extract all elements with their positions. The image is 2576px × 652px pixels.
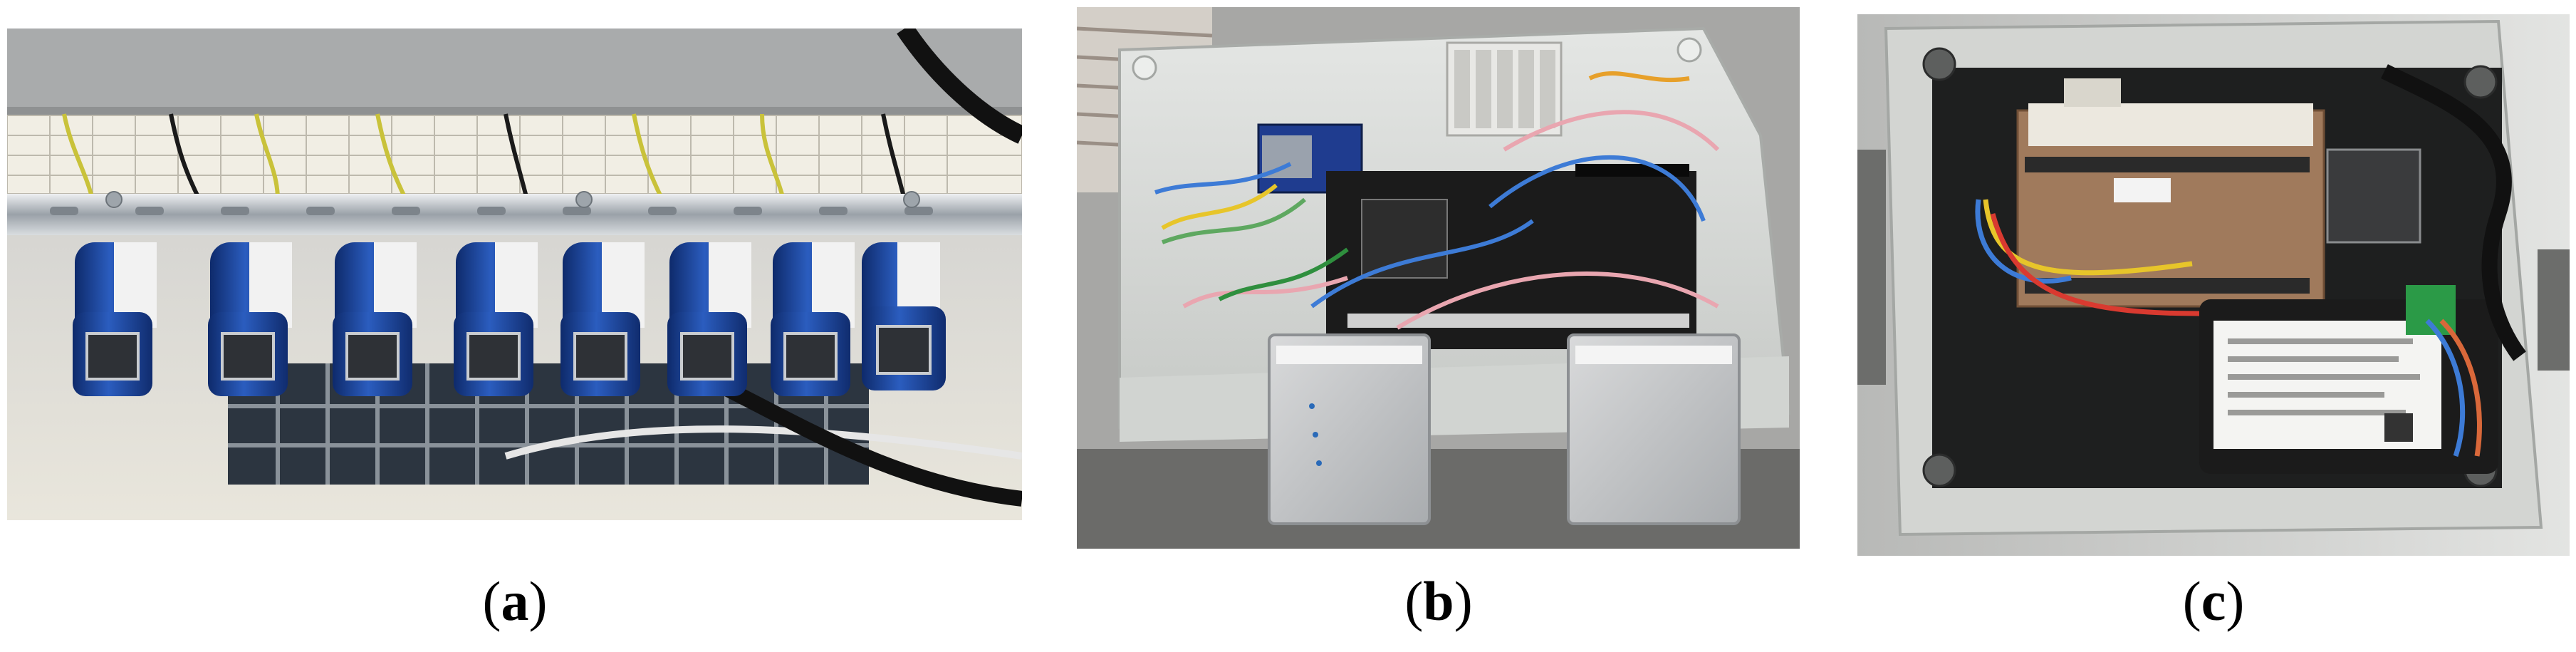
caption-a: (a) [408, 574, 622, 629]
sensor-8 [862, 242, 946, 390]
caption-a-open: ( [482, 570, 501, 632]
caption-c: (c) [2107, 574, 2320, 629]
sensor-row [73, 242, 946, 396]
sensor-2 [208, 242, 292, 396]
caption-b-letter: b [1423, 570, 1454, 632]
caption-b: (b) [1332, 574, 1545, 629]
photo-c-enclosure-battery [1857, 14, 2570, 556]
caption-b-close: ) [1454, 570, 1473, 632]
caption-b-open: ( [1404, 570, 1424, 632]
caption-c-close: ) [2226, 570, 2245, 632]
sensor-1 [73, 242, 157, 396]
photo-b-image [1077, 7, 1800, 549]
caption-a-letter: a [501, 570, 529, 632]
photo-a-sensor-array [7, 29, 1022, 520]
sensor-5 [560, 242, 645, 396]
wall-grid-lines [49, 115, 948, 194]
caption-c-letter: c [2201, 570, 2226, 632]
photo-c-image [1857, 14, 2570, 556]
caption-a-close: ) [528, 570, 548, 632]
photo-b-enclosure-pcb [1077, 7, 1800, 549]
din-rail [7, 194, 1022, 235]
sensor-module-left [1268, 333, 1431, 525]
photo-a-image [7, 29, 1022, 520]
sensor-4 [454, 242, 538, 396]
usb-port-block [2326, 148, 2421, 244]
sensor-6 [667, 242, 751, 396]
sensor-3 [333, 242, 417, 396]
caption-c-open: ( [2182, 570, 2201, 632]
sensor-module-right [1567, 333, 1741, 525]
sensor-7 [771, 242, 855, 396]
